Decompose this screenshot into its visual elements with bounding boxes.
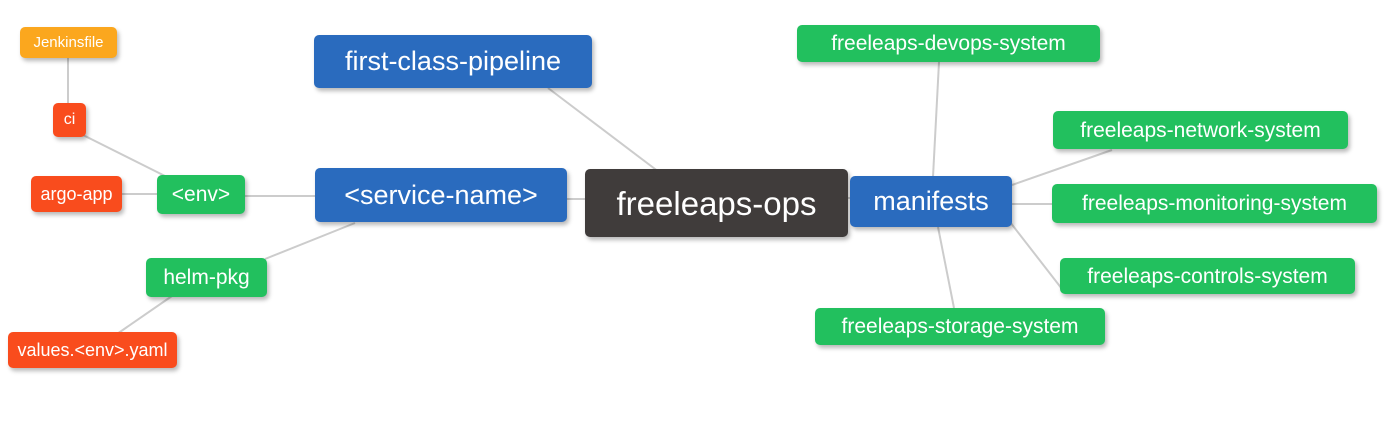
node-freeleaps-network-system[interactable]: freeleaps-network-system xyxy=(1053,111,1348,149)
connector-helm-pkg-values-yaml xyxy=(116,295,173,335)
connector-manifests-devops xyxy=(932,61,940,178)
node-manifests[interactable]: manifests xyxy=(850,176,1012,227)
node-argo-app[interactable]: argo-app xyxy=(31,176,122,212)
node-values-env-yaml[interactable]: values.<env>.yaml xyxy=(8,332,177,368)
node-freeleaps-devops-system[interactable]: freeleaps-devops-system xyxy=(797,25,1100,62)
node-jenkinsfile[interactable]: Jenkinsfile xyxy=(20,27,117,58)
node-first-class-pipeline[interactable]: first-class-pipeline xyxy=(314,35,592,88)
node-freeleaps-storage-system[interactable]: freeleaps-storage-system xyxy=(815,308,1105,345)
node-helm-pkg[interactable]: helm-pkg xyxy=(146,258,267,297)
node-freeleaps-monitoring-system[interactable]: freeleaps-monitoring-system xyxy=(1052,184,1377,223)
node-env[interactable]: <env> xyxy=(157,175,245,214)
connector-manifests-storage xyxy=(937,226,955,309)
connector-pipeline-root xyxy=(547,87,660,173)
connector-manifests-controls xyxy=(1009,221,1063,290)
node-freeleaps-controls-system[interactable]: freeleaps-controls-system xyxy=(1060,258,1355,294)
node-freeleaps-ops-root[interactable]: freeleaps-ops xyxy=(585,169,848,237)
node-ci[interactable]: ci xyxy=(53,103,86,137)
connector-ci-env xyxy=(80,133,166,177)
connector-service-name-helm-pkg xyxy=(264,222,356,260)
node-service-name[interactable]: <service-name> xyxy=(315,168,567,222)
connector-manifests-network xyxy=(1011,149,1113,186)
